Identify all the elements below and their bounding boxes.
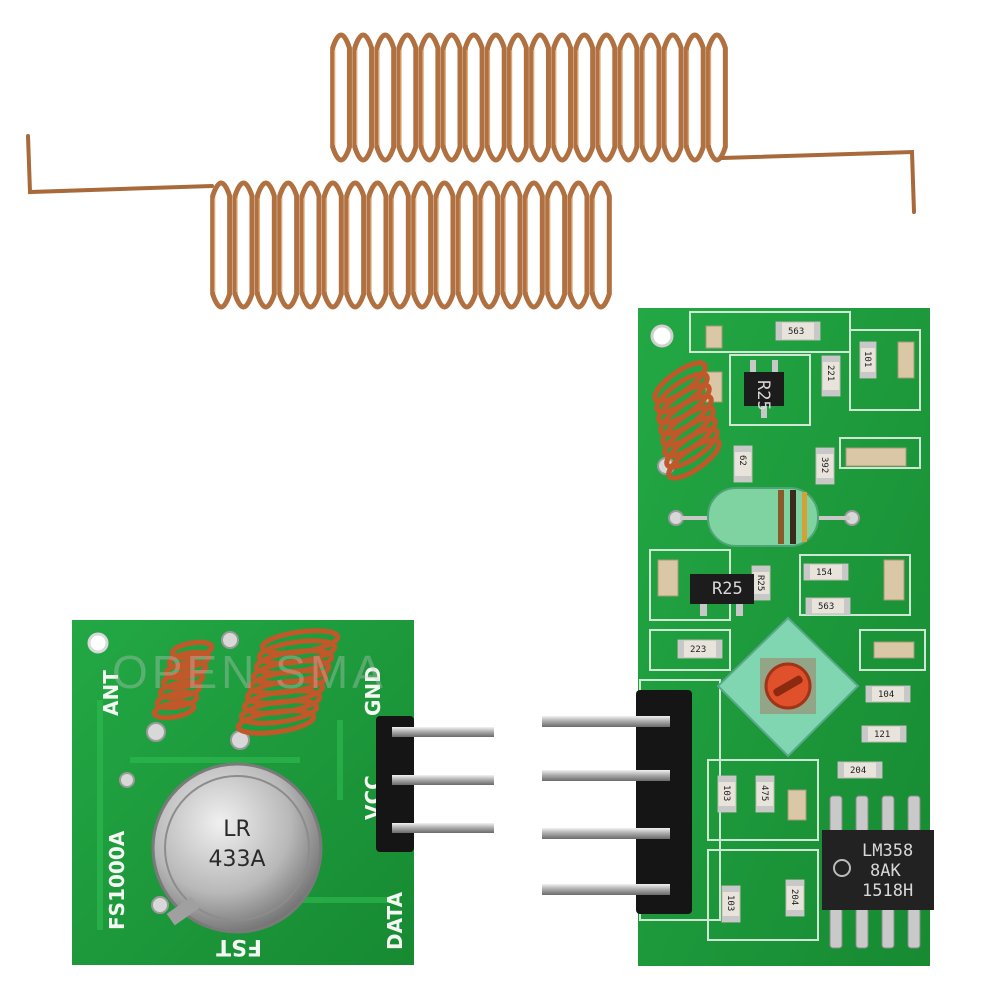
chip-text-line3: 1518H xyxy=(862,881,913,901)
receiver-mounting-hole xyxy=(650,324,674,348)
svg-text:563: 563 xyxy=(818,602,834,612)
lm358-chip: LM358 8AK 1518H xyxy=(822,795,934,949)
chip-text-line2: 8AK xyxy=(870,861,901,881)
crystal-text-line1: LR xyxy=(223,817,251,842)
small-inductor-coil xyxy=(151,639,215,721)
svg-text:R25: R25 xyxy=(755,575,765,591)
ant-label: ANT xyxy=(99,670,123,716)
spring-antenna-lower xyxy=(26,134,612,310)
gnd-label: GND xyxy=(361,666,385,716)
large-inductor-coil xyxy=(235,628,341,736)
receiver-pin-1 xyxy=(542,716,670,727)
svg-text:121: 121 xyxy=(874,730,890,740)
transistor-upper: R25 xyxy=(744,360,784,418)
watermark: OPEN SMA xyxy=(112,646,387,698)
svg-text:475: 475 xyxy=(759,785,769,801)
svg-text:204: 204 xyxy=(850,766,866,776)
receiver-inductor-coil xyxy=(652,360,722,481)
svg-text:R25: R25 xyxy=(753,380,773,411)
svg-text:104: 104 xyxy=(878,690,894,700)
svg-text:154: 154 xyxy=(816,568,832,578)
data-label: DATA xyxy=(383,891,407,950)
receiver-pin-3 xyxy=(542,828,670,839)
transmitter-pin-header xyxy=(376,716,494,852)
svg-text:101: 101 xyxy=(862,351,872,367)
axial-inductor xyxy=(680,487,850,547)
trimmer-potentiometer xyxy=(716,616,860,758)
receiver-pin-4 xyxy=(542,884,670,895)
pin-data xyxy=(392,823,494,833)
pin-vcc xyxy=(392,775,494,785)
spring-antenna-upper xyxy=(330,32,916,214)
svg-text:392: 392 xyxy=(819,457,829,473)
svg-text:223: 223 xyxy=(690,645,706,655)
pin-gnd xyxy=(392,727,494,737)
svg-text:103: 103 xyxy=(725,895,735,911)
svg-text:221: 221 xyxy=(825,365,835,381)
svg-text:103: 103 xyxy=(721,785,731,801)
brand-label: FST xyxy=(216,934,262,959)
mounting-hole xyxy=(87,632,109,654)
transmitter-module: LR 433A ANT GND VCC DATA FS1000A FST xyxy=(72,620,494,965)
svg-text:R25: R25 xyxy=(712,579,743,599)
transistor-lower: R25 xyxy=(690,574,754,616)
receiver-pin-header xyxy=(542,690,692,914)
receiver-pin-2 xyxy=(542,770,670,781)
svg-text:62: 62 xyxy=(737,455,747,466)
svg-text:204: 204 xyxy=(789,889,799,905)
crystal-text-line2: 433A xyxy=(208,847,265,872)
model-label: FS1000A xyxy=(105,830,129,930)
svg-text:563: 563 xyxy=(788,327,804,337)
chip-text-line1: LM358 xyxy=(862,841,913,861)
saw-resonator-can: LR 433A xyxy=(151,762,323,934)
